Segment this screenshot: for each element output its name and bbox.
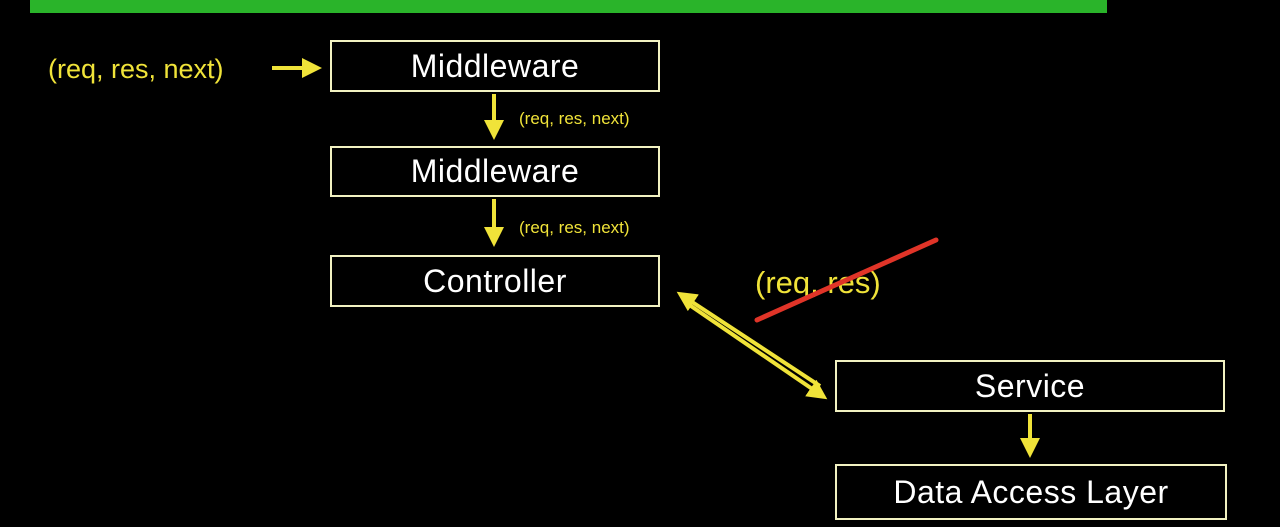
top-green-bar [30, 0, 1107, 13]
controller-box: Controller [330, 255, 660, 307]
arrow-service-to-controller [676, 291, 822, 388]
entry-params-label: (req, res, next) [48, 54, 224, 84]
controller-service-params-label: (req, res) [755, 265, 881, 300]
edge-label-mw2-to-controller: (req, res, next) [519, 218, 630, 237]
arrow-controller-to-service [686, 302, 828, 400]
middleware-2-box: Middleware [330, 146, 660, 197]
data-access-layer-box: Data Access Layer [835, 464, 1227, 520]
edge-label-mw1-to-mw2: (req, res, next) [519, 109, 630, 128]
middleware-1-box: Middleware [330, 40, 660, 92]
service-box: Service [835, 360, 1225, 412]
